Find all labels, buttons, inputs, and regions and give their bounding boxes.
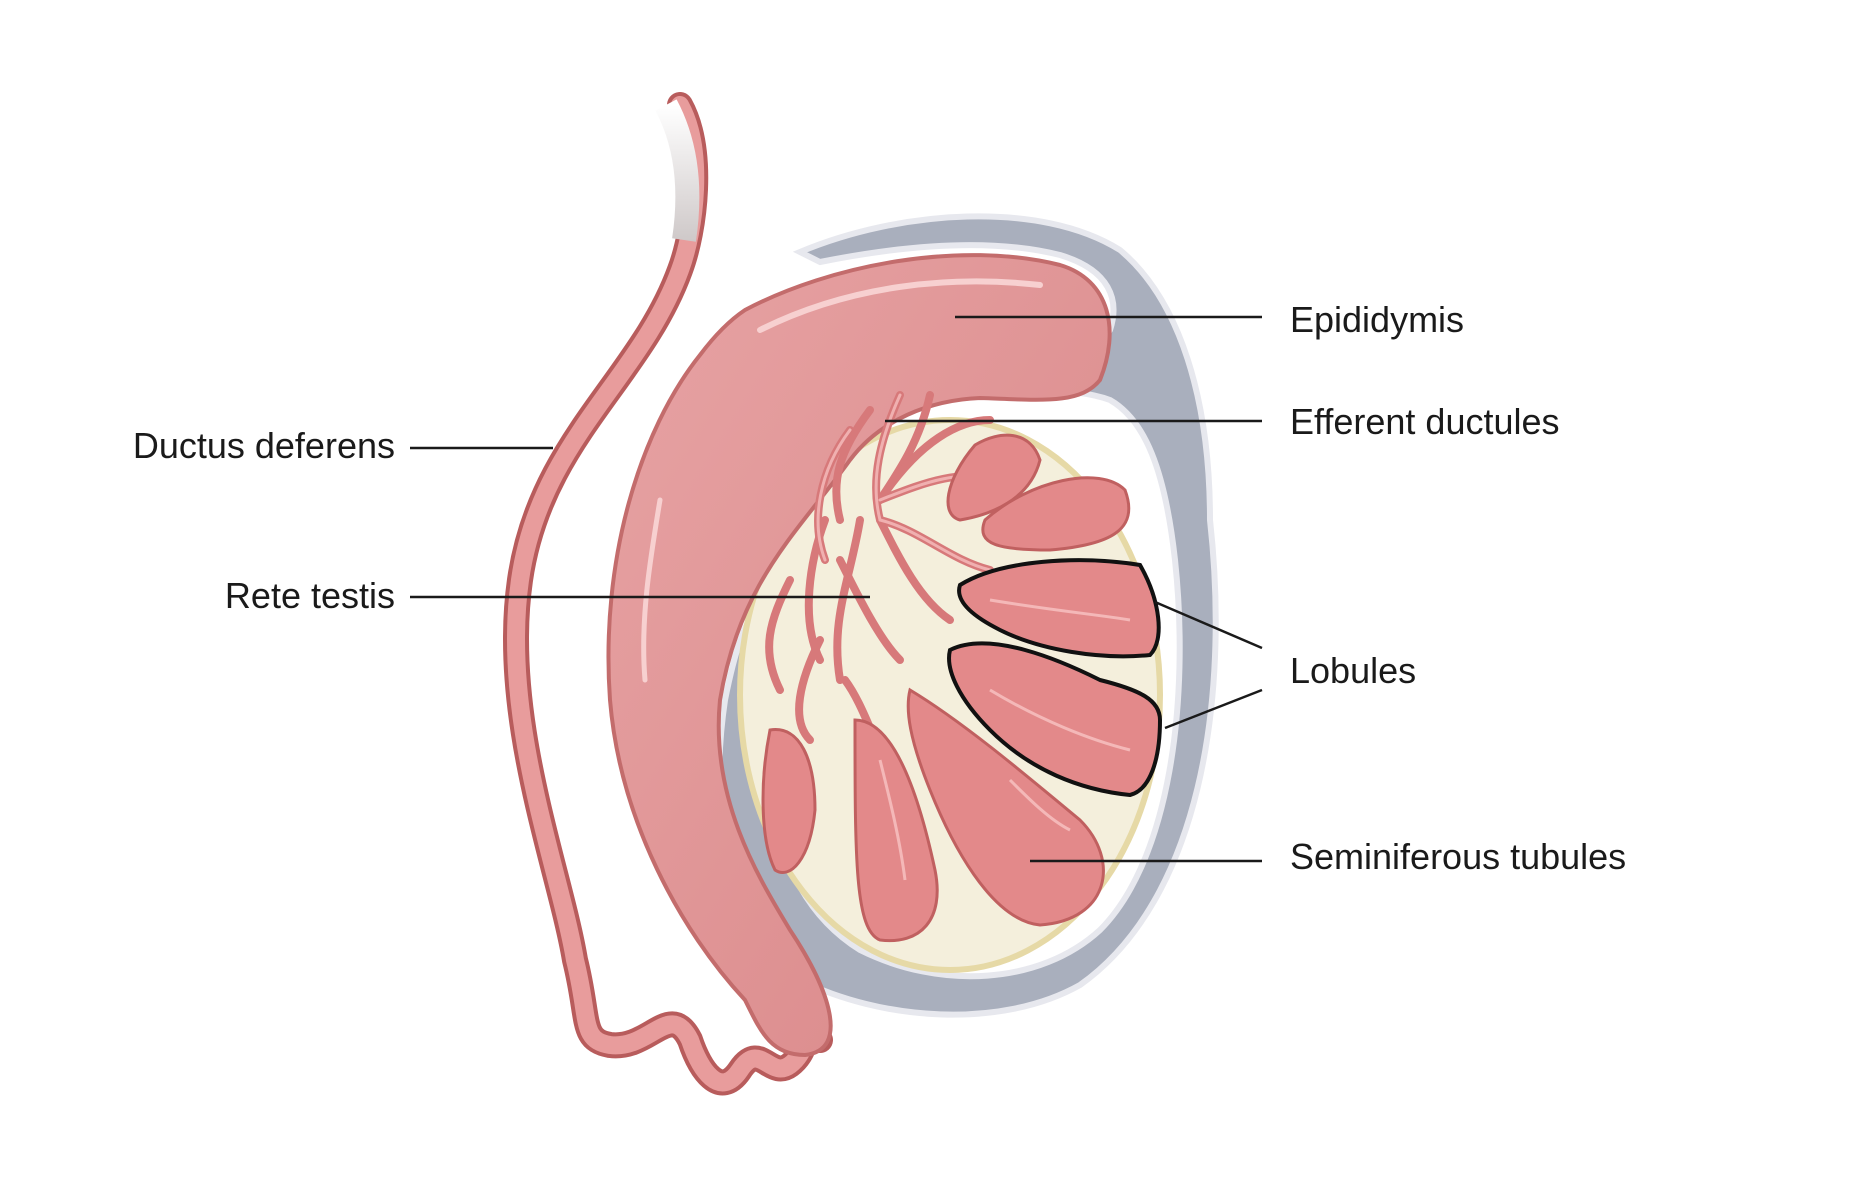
leader-lines bbox=[410, 315, 1263, 863]
lobules bbox=[947, 558, 1163, 798]
label-efferent-ductules: Efferent ductules bbox=[1290, 401, 1560, 442]
rete-testis-highlight bbox=[816, 393, 1002, 572]
seminiferous-tubules bbox=[761, 433, 1131, 943]
label-lobules: Lobules bbox=[1290, 650, 1417, 691]
leader-line-lobules-lower bbox=[1164, 688, 1263, 730]
ductus-deferens bbox=[502, 92, 833, 1096]
leader-line-lobules-upper bbox=[1154, 600, 1263, 650]
label-rete-testis: Rete testis bbox=[224, 575, 395, 616]
epididymis bbox=[606, 253, 1112, 1058]
label-ductus-deferens: Ductus deferens bbox=[132, 425, 395, 466]
rete-testis-network bbox=[765, 391, 1004, 754]
label-epididymis: Epididymis bbox=[1290, 299, 1465, 340]
label-seminiferous-tubules: Seminiferous tubules bbox=[1290, 836, 1627, 877]
